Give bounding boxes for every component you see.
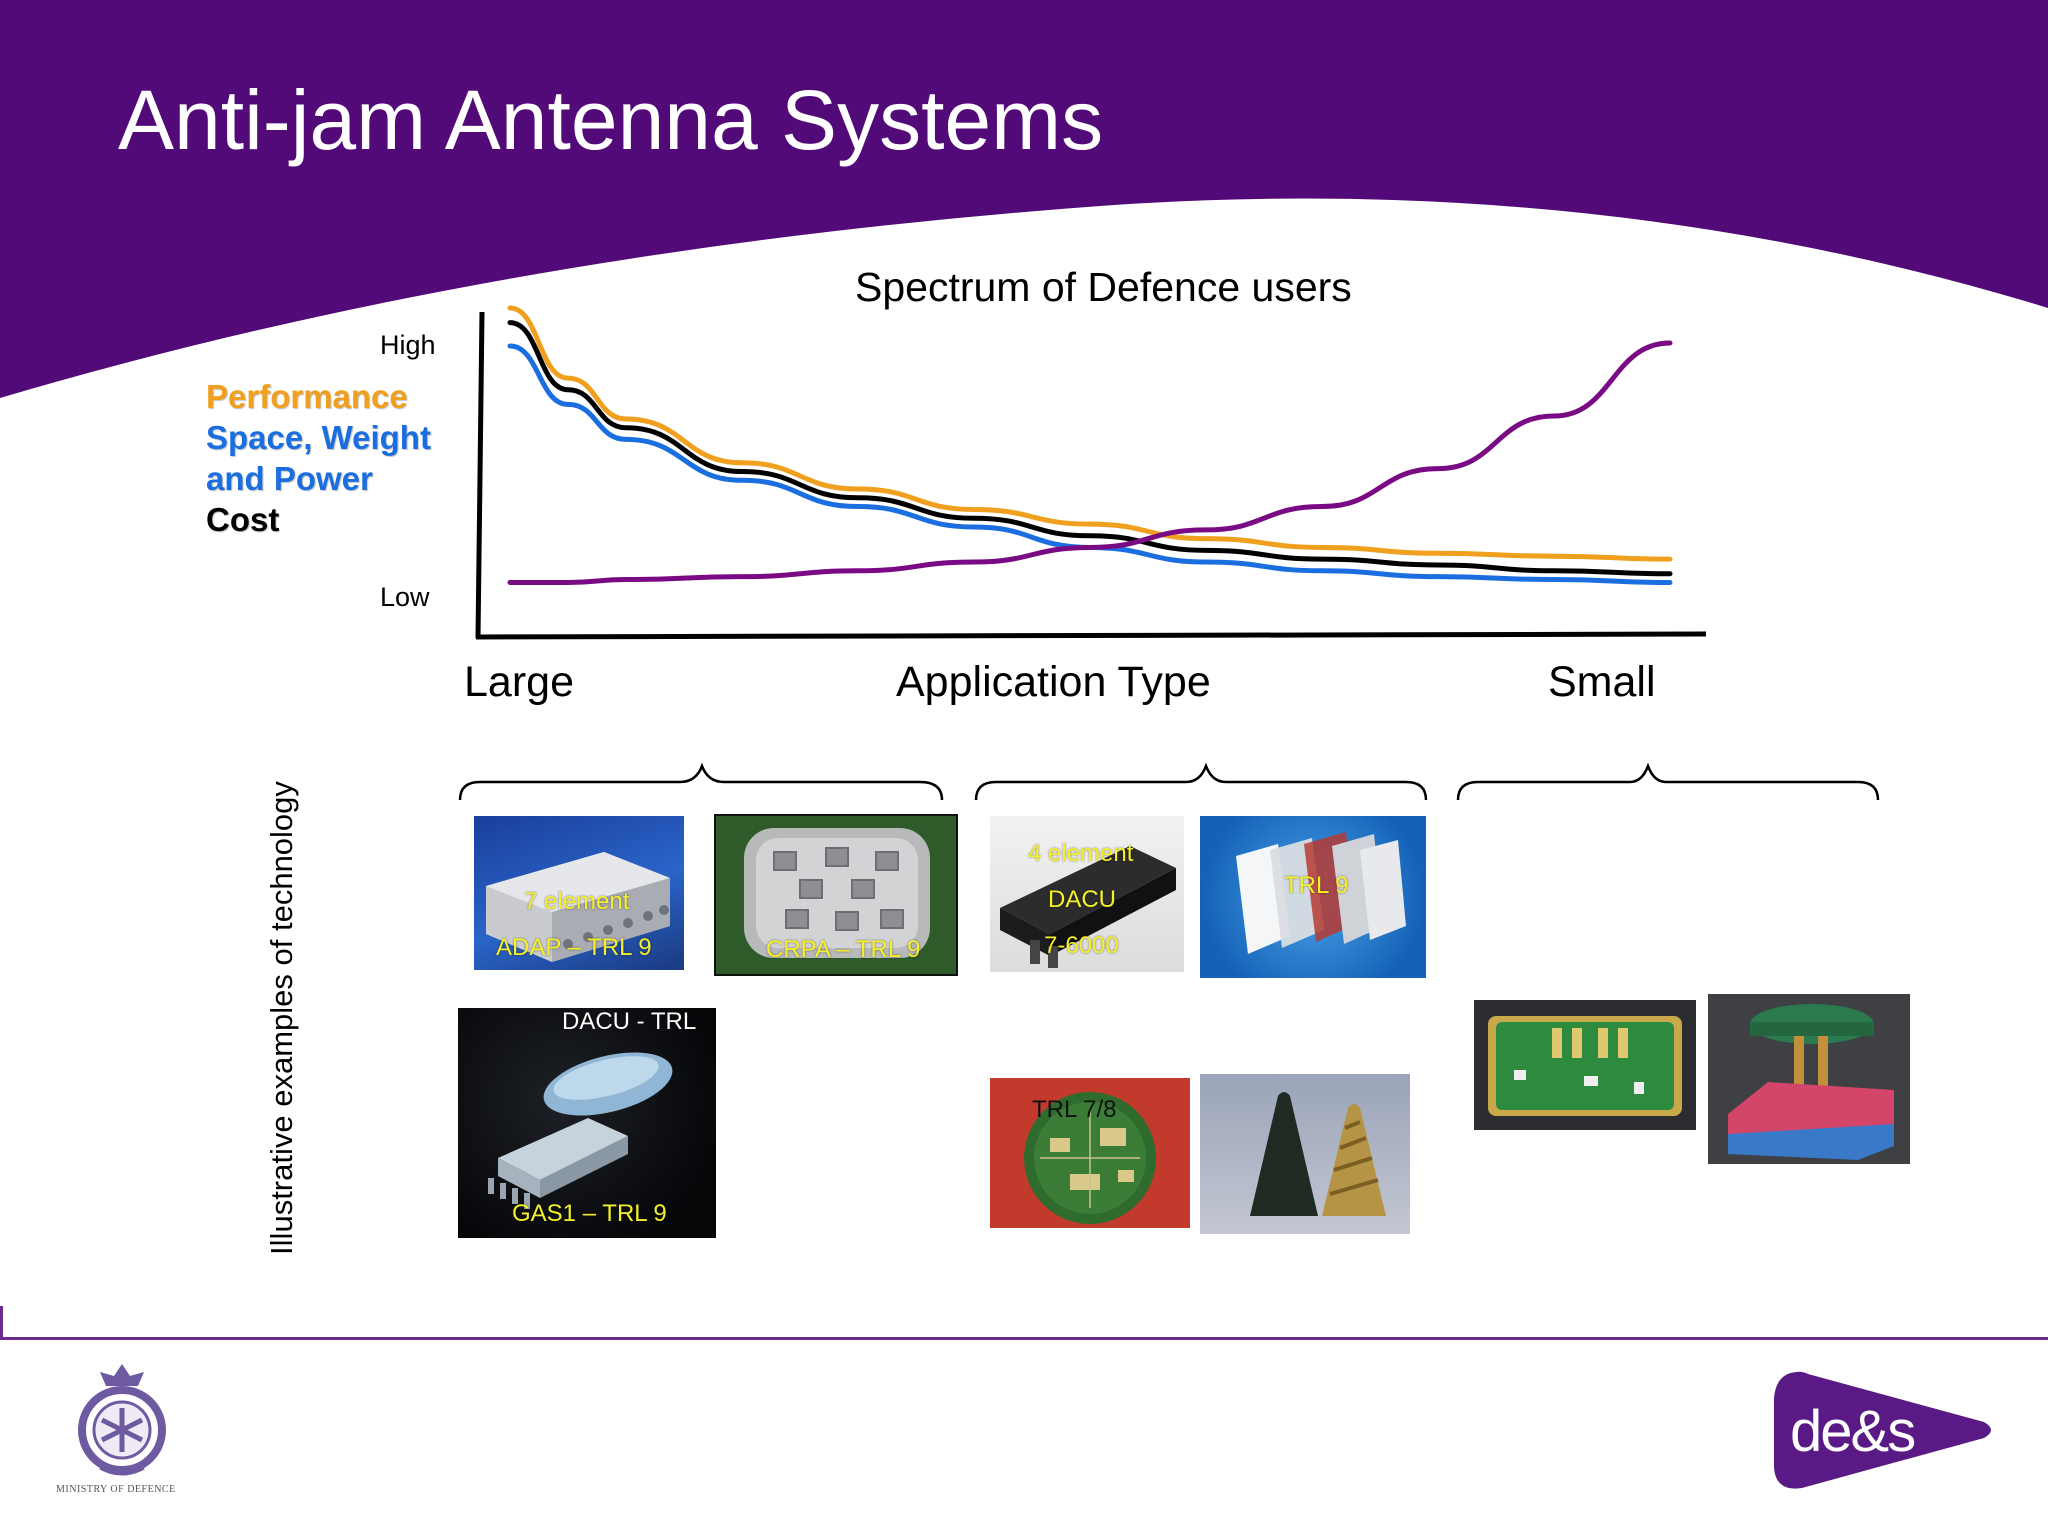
legend-performance: Performance (206, 378, 408, 415)
chart-title: Spectrum of Defence users (855, 264, 1352, 310)
crpa-caption: CRPA – TRL 9 (766, 936, 921, 963)
des-logo-text: de&s (1790, 1399, 1916, 1464)
gas1-caption: GAS1 – TRL 9 (512, 1200, 667, 1227)
brace-medium (974, 762, 1428, 801)
footer-corner-mark (0, 1306, 3, 1338)
series-line-4 (507, 340, 1673, 585)
mod-logo: MINISTRY OF DEFENCE (52, 1356, 192, 1506)
x-axis-left-label: Large (464, 658, 574, 706)
photo-adap: 7 element ADAP – TRL 9 (474, 816, 684, 970)
x-axis-right-label: Small (1548, 658, 1656, 706)
header-band (0, 0, 2048, 398)
des-logo: de&s (1762, 1364, 2002, 1496)
series-line-3 (507, 320, 1673, 577)
y-axis-high-label: High (380, 330, 436, 360)
photo-dacu-4-element: 4 element DACU 7-6000 (990, 816, 1184, 972)
legend-cost: Cost (206, 501, 280, 538)
line-chart (475, 305, 1707, 640)
y-axis (475, 311, 485, 639)
photo-small-pcb (1474, 1000, 1696, 1130)
adap-caption-line1: 7 element (524, 888, 630, 915)
slide-title: Anti-jam Antenna Systems (118, 73, 1104, 167)
brace-small (1456, 762, 1880, 801)
dacu4-caption-line2: DACU (1048, 886, 1117, 913)
dacu4-caption-line1: 4 element (1028, 840, 1134, 867)
examples-vertical-label: Illustrative examples of technology (264, 781, 299, 1255)
trl9-caption: TRL 9 (1284, 872, 1349, 899)
dacu-top-caption: DACU - TRL (562, 1008, 697, 1035)
dacu4-caption-line3: 7-6000 (1044, 932, 1119, 959)
adap-caption-line2: ADAP – TRL 9 (496, 934, 652, 961)
legend-swap-line2: and Power (206, 460, 373, 497)
series-line-2 (507, 343, 1673, 585)
mod-logo-text: MINISTRY OF DEFENCE (56, 1484, 176, 1495)
photo-trl9-exploded: TRL 9 (1200, 816, 1426, 978)
crown-icon (100, 1364, 144, 1386)
x-axis (475, 631, 1707, 640)
footer-divider (0, 1337, 2048, 1340)
photo-crpa: CRPA – TRL 9 (714, 814, 958, 976)
legend-swap-line1: Space, Weight (206, 419, 431, 456)
photo-small-antenna (1708, 994, 1910, 1164)
photo-dacu-gas1: DACU - TRL GAS1 – TRL 9 (458, 1008, 716, 1238)
photo-trl78-board: TRL 7/8 (990, 1078, 1190, 1228)
trl78-caption: TRL 7/8 (1032, 1096, 1117, 1123)
brace-large (458, 762, 944, 801)
y-axis-low-label: Low (380, 582, 430, 612)
x-axis-title: Application Type (896, 658, 1211, 706)
series-line-1 (507, 305, 1673, 562)
grouping-braces (458, 762, 1880, 801)
photo-cone-antennas (1200, 1074, 1410, 1234)
